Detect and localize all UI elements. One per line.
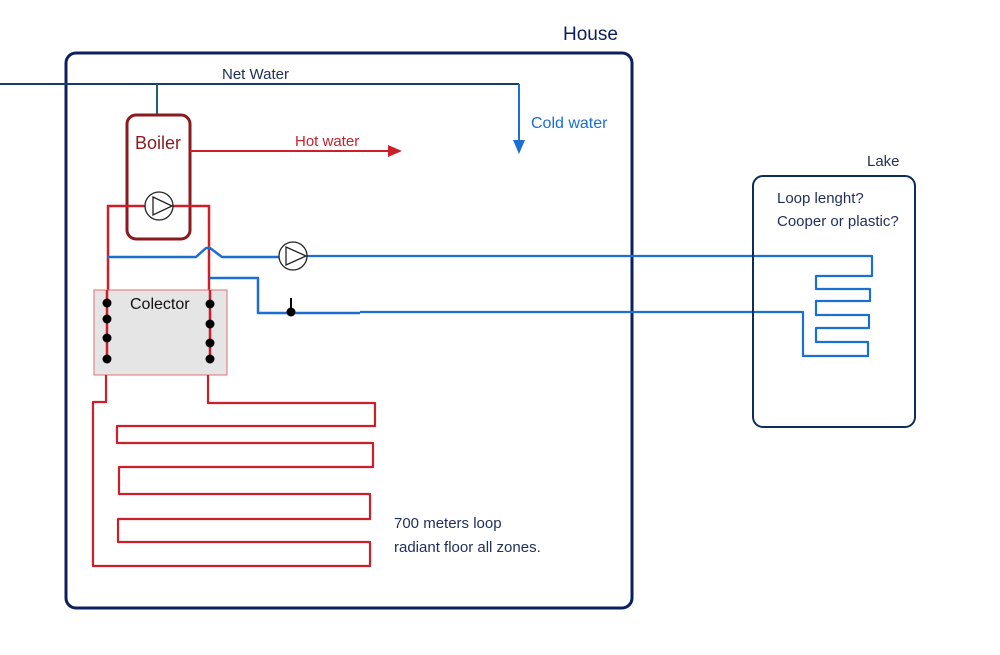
lake-supply-pipe [107, 246, 279, 259]
lake-note-line1: Loop lenght? [777, 190, 864, 207]
collector-label: Colector [130, 296, 190, 313]
house-label: House [563, 24, 618, 45]
lake-supply-pipe-out [307, 254, 874, 358]
lake-note-line2: Cooper or plastic? [777, 213, 899, 230]
valve-icon [286, 298, 296, 317]
boiler-label: Boiler [135, 133, 181, 153]
cold-water-label: Cold water [531, 115, 608, 132]
radiant-floor-loop [91, 375, 377, 568]
collector-ports-left [102, 298, 112, 364]
collector-ports-right [205, 299, 215, 364]
lake-return-pipe [210, 276, 360, 315]
collector [93, 289, 228, 376]
lake-pump-icon [278, 241, 308, 271]
boiler-pump-icon [144, 191, 174, 221]
lake-label: Lake [867, 153, 900, 170]
house-box [64, 51, 634, 610]
floor-note-line1: 700 meters loop [394, 515, 502, 532]
boiler [125, 113, 192, 241]
hot-water-label: Hot water [295, 133, 359, 150]
lake-box [752, 175, 916, 428]
net-water-label: Net Water [222, 66, 289, 83]
floor-note-line2: radiant floor all zones. [394, 539, 541, 556]
